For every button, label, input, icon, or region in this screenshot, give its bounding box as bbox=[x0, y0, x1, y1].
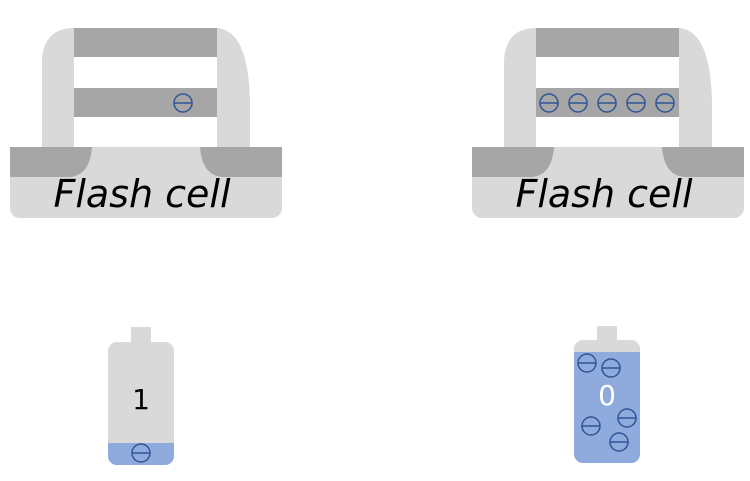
bit-value: 1 bbox=[132, 383, 150, 416]
source-region bbox=[10, 147, 92, 177]
flash-cell-charged-1: Flash cell bbox=[10, 28, 282, 218]
cell-label: Flash cell bbox=[515, 172, 692, 216]
battery-charge bbox=[108, 443, 174, 465]
bit-value: 0 bbox=[598, 379, 616, 412]
floating-gate bbox=[74, 88, 217, 117]
battery-body bbox=[108, 342, 174, 465]
control-gate bbox=[536, 28, 679, 57]
battery-cap bbox=[597, 326, 617, 342]
battery-charge bbox=[574, 352, 640, 463]
drain-region bbox=[200, 147, 282, 177]
drain-region bbox=[662, 147, 744, 177]
battery-value-1: 1 bbox=[108, 327, 174, 465]
control-gate bbox=[74, 28, 217, 57]
source-region bbox=[472, 147, 554, 177]
battery-cap bbox=[131, 327, 151, 343]
battery-value-0: 0 bbox=[574, 326, 640, 463]
cell-label: Flash cell bbox=[53, 172, 230, 216]
flash-cell-charged-5: Flash cell bbox=[472, 28, 744, 218]
